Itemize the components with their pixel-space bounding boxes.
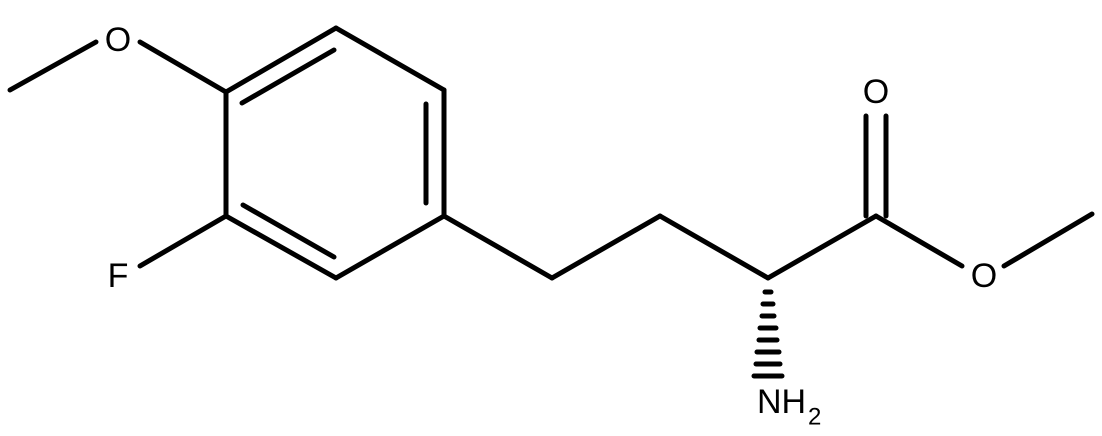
- bond-chiral-carbon-carbonyl: [765, 213, 879, 281]
- bond-carbonyl-o-ester: [873, 213, 965, 269]
- ring-bond-c1-c2: [223, 25, 339, 95]
- fluorine-label: F: [108, 257, 129, 295]
- carbonyl-oxygen-label: O: [863, 73, 889, 111]
- bond-ring-ch2: [441, 213, 555, 281]
- methoxy-oxygen-label: O: [105, 21, 131, 59]
- ring-bond-c2-c3: [333, 25, 447, 93]
- amine-label: NH: [757, 383, 806, 421]
- bond-methyl-o-methoxy: [7, 39, 99, 93]
- bond-ch2-chiral-carbon: [657, 213, 771, 281]
- hashed-wedge-bond-amine: [751, 289, 785, 379]
- ring-bond-c4-c5: [333, 213, 447, 281]
- ring-inner-double-bond-bottom: [240, 202, 337, 260]
- bond-ring-fluorine: [137, 213, 229, 269]
- bond-ch2-ch2: [549, 213, 663, 281]
- bond-o-methoxy-ring: [137, 39, 229, 95]
- bond-o-ester-methyl: [1001, 211, 1095, 269]
- amine-subscript-label: 2: [808, 403, 821, 430]
- ring-bond-c5-c6: [223, 213, 339, 281]
- ring-inner-double-bond-top: [239, 47, 337, 106]
- ester-oxygen-label: O: [971, 257, 997, 295]
